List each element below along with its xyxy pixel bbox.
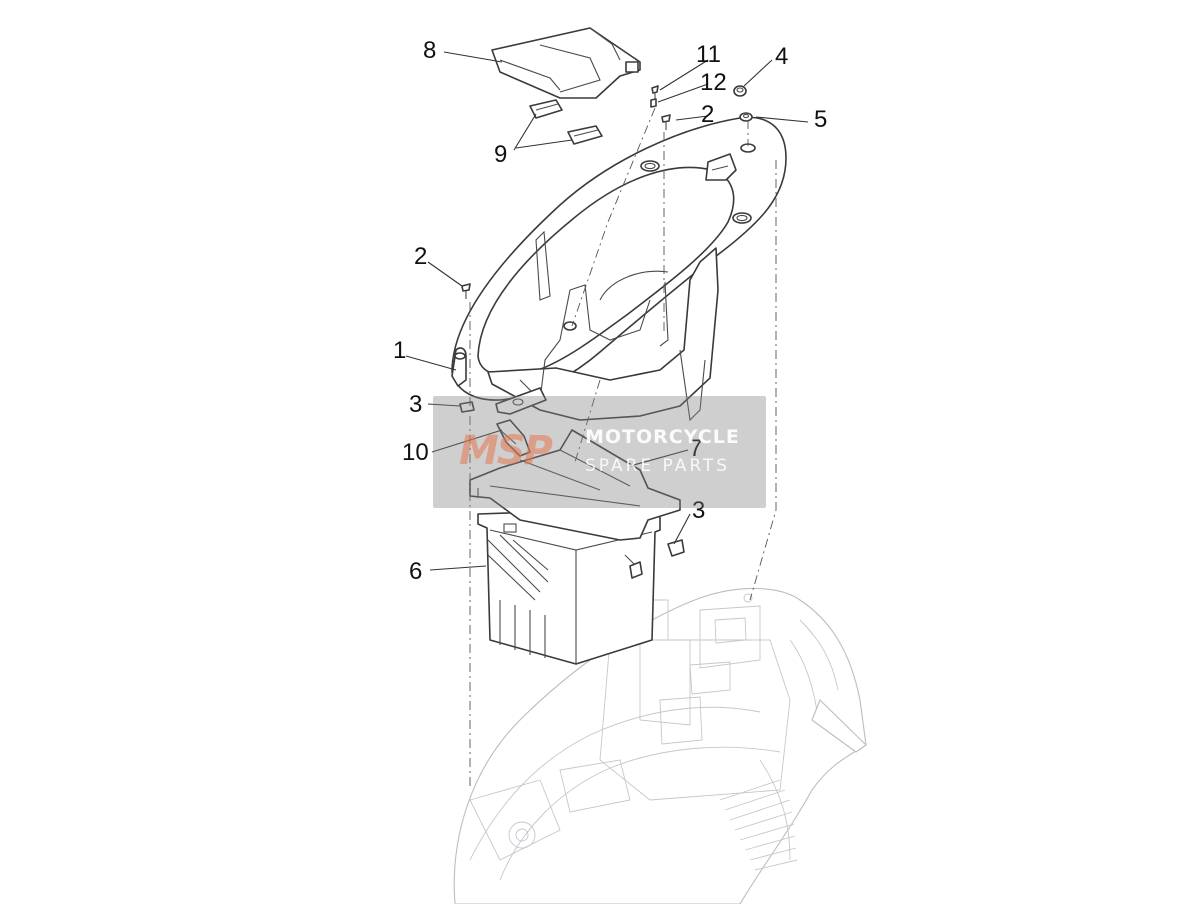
top-bracket [491,27,641,99]
callout-9: 9 [494,141,507,168]
watermark-text-line2: SPARE PARTS [585,456,731,476]
callout-3-right: 3 [692,497,705,524]
callout-5: 5 [814,106,827,133]
helmet-compartment [451,116,787,422]
assembly-lines [469,107,777,790]
callout-1: 1 [393,337,406,364]
rubber-pads [529,99,603,145]
callout-7: 7 [689,435,702,462]
callout-10: 10 [402,439,429,466]
callout-2-top: 2 [701,101,714,128]
support-plate [496,419,531,457]
battery-box [477,507,661,665]
callout-11: 11 [696,41,721,68]
callout-3-left: 3 [409,391,422,418]
scooter-frame-outline [453,587,867,904]
battery-bracket [469,429,685,579]
callout-labels: 8 11 12 4 2 5 9 2 1 3 10 7 3 6 [393,37,827,585]
callout-2-left: 2 [414,243,427,270]
hardware [459,85,753,413]
watermark-text-line1: MOTORCYCLE [585,426,740,448]
callout-4: 4 [775,43,788,70]
callout-12: 12 [700,69,727,96]
leader-lines [405,51,809,571]
callout-6: 6 [409,558,422,585]
callout-8: 8 [423,37,436,64]
watermark-logo: MSP [459,428,553,474]
watermark-banner: MSP MOTORCYCLE SPARE PARTS [433,396,766,508]
